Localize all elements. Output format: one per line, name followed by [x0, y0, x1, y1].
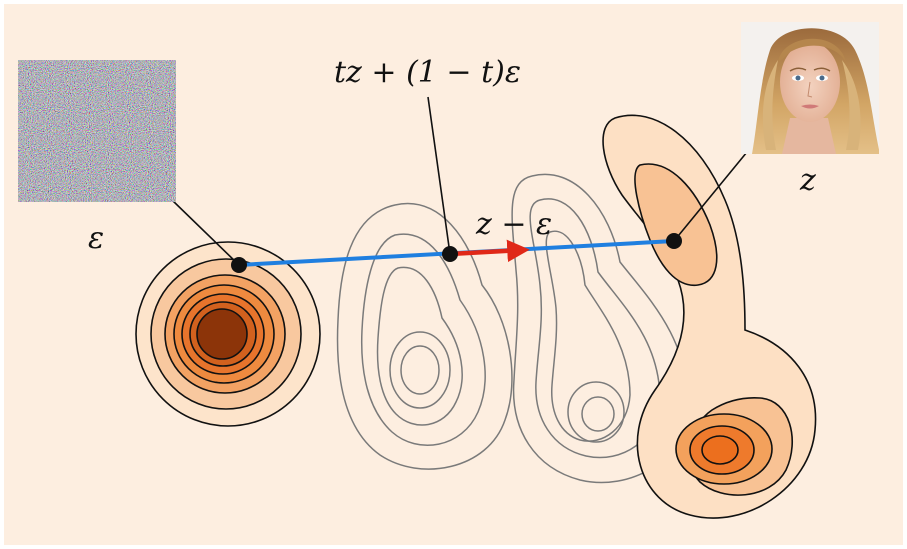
face-photo	[741, 22, 879, 154]
intermediate2-contour-4	[567, 381, 625, 443]
noise-image	[18, 60, 176, 202]
intermediate1-contour-2	[360, 233, 486, 446]
intermediate1-contour-4	[389, 331, 451, 409]
noise-label: ε	[88, 221, 104, 256]
noise-point	[231, 257, 247, 273]
data-point	[666, 233, 682, 249]
intermediate1-contour-3	[376, 266, 463, 426]
data-label: z	[799, 163, 816, 198]
intermediate2-contour-1	[511, 173, 689, 484]
intermediate1-contour-1	[336, 202, 513, 470]
target-contour-2	[634, 163, 718, 286]
velocity-label: z − ε	[475, 207, 552, 242]
interpolant-label: tz + (1 − t)ε	[334, 55, 521, 90]
intermediate2-contour-5	[581, 396, 615, 432]
data-leader-line	[673, 151, 748, 242]
noise-leader-line	[171, 199, 240, 266]
target-contour-core	[701, 435, 739, 465]
velocity-arrow	[449, 239, 530, 263]
interpolant-point	[442, 246, 458, 262]
intermediate1-contour-5	[400, 345, 440, 395]
target-distribution	[602, 114, 817, 519]
intermediate2-contour-2	[529, 198, 661, 459]
source-contour-core	[196, 308, 248, 360]
intermediate-distribution-1	[336, 202, 513, 470]
source-gaussian	[135, 241, 321, 427]
interpolant-leader-line	[427, 96, 451, 255]
intermediate-distribution-2	[511, 173, 689, 484]
